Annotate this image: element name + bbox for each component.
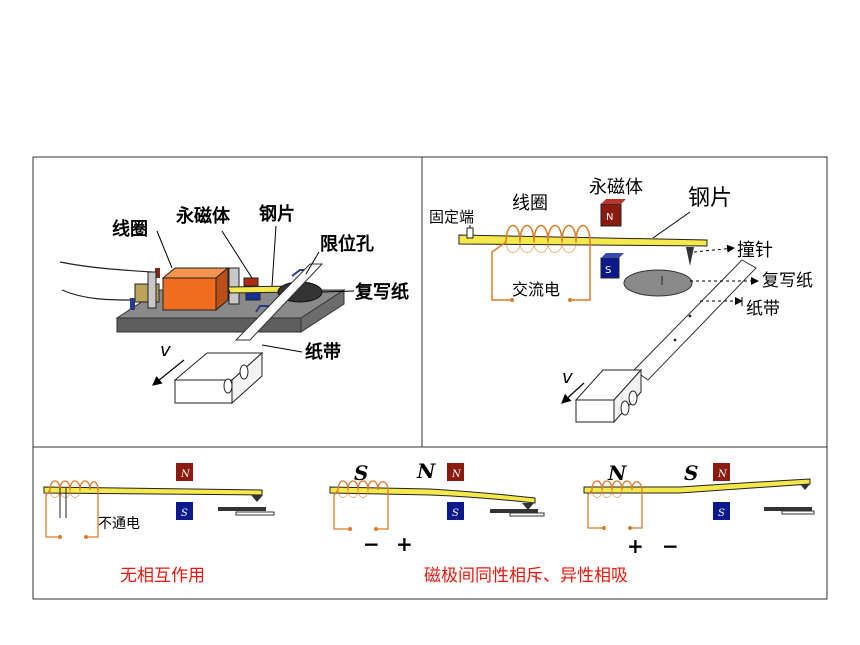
left-s-letter: S (181, 508, 188, 519)
left-n-letter: N (180, 469, 191, 480)
right-coil-pole: N (607, 461, 627, 485)
label-magnet-schematic: 永磁体 (589, 177, 643, 198)
mid-coil-pole: S (354, 461, 368, 485)
label-limit-hole: 限位孔 (320, 233, 374, 255)
label-steel-strip-schematic: 钢片 (688, 186, 732, 211)
right-n-letter: N (717, 469, 728, 480)
label-magnet: 永磁体 (175, 205, 231, 227)
label-fixed-end: 固定端 (429, 208, 474, 226)
timer-illustration (59, 225, 355, 405)
label-coil: 线圈 (112, 218, 148, 240)
paper-tape-3d (234, 263, 324, 341)
state-repel (329, 463, 545, 531)
state-attract (583, 463, 815, 530)
carbon-disk (623, 269, 693, 297)
magnet-s-right (713, 502, 730, 520)
mid-strip-pole: N (416, 459, 436, 483)
label-velocity-schematic: v (562, 367, 573, 388)
right-sign-right: − (662, 534, 679, 558)
mid-sign-right: + (396, 532, 413, 556)
magnet-n-letter: N (606, 212, 613, 223)
magnet-n-right (713, 463, 730, 481)
paper-tape (633, 259, 757, 381)
magnet-n-3d (243, 277, 259, 287)
state-no-current (43, 463, 275, 539)
label-carbon-paper: 复写纸 (354, 281, 409, 303)
steel-strip (458, 234, 708, 247)
magnet-s-letter: S (605, 265, 611, 276)
label-carbon-paper-schematic: 复写纸 (762, 271, 813, 291)
label-needle: 撞针 (737, 240, 773, 261)
cart-3d (174, 379, 233, 404)
caption-pole-rule: 磁极间同性相斥、异性相吸 (424, 566, 628, 586)
mid-s-letter: S (452, 508, 459, 519)
coil-block (162, 277, 217, 311)
label-coil-schematic: 线圈 (512, 193, 548, 214)
label-ac-power: 交流电 (512, 280, 560, 299)
mid-n-letter: N (451, 469, 462, 480)
label-steel-strip: 钢片 (259, 203, 295, 225)
right-s-letter: S (718, 508, 725, 519)
schematic-illustration (458, 199, 759, 424)
magnet-s-left (176, 502, 193, 520)
magnet-s-mid (447, 502, 464, 520)
right-sign-left: + (627, 534, 644, 558)
cart (575, 399, 615, 423)
caption-no-interaction: 无相互作用 (120, 566, 205, 586)
magnet-n-mid (447, 463, 464, 481)
label-paper-tape-schematic: 纸带 (746, 299, 780, 319)
label-velocity: v (160, 340, 171, 361)
label-no-current: 不通电 (98, 516, 140, 532)
right-strip-pole: S (684, 461, 698, 485)
mid-sign-left: − (363, 532, 380, 556)
outer-frame (32, 156, 828, 600)
magnet-n-left (176, 463, 193, 481)
label-paper-tape: 纸带 (305, 341, 341, 363)
needle (686, 247, 694, 266)
